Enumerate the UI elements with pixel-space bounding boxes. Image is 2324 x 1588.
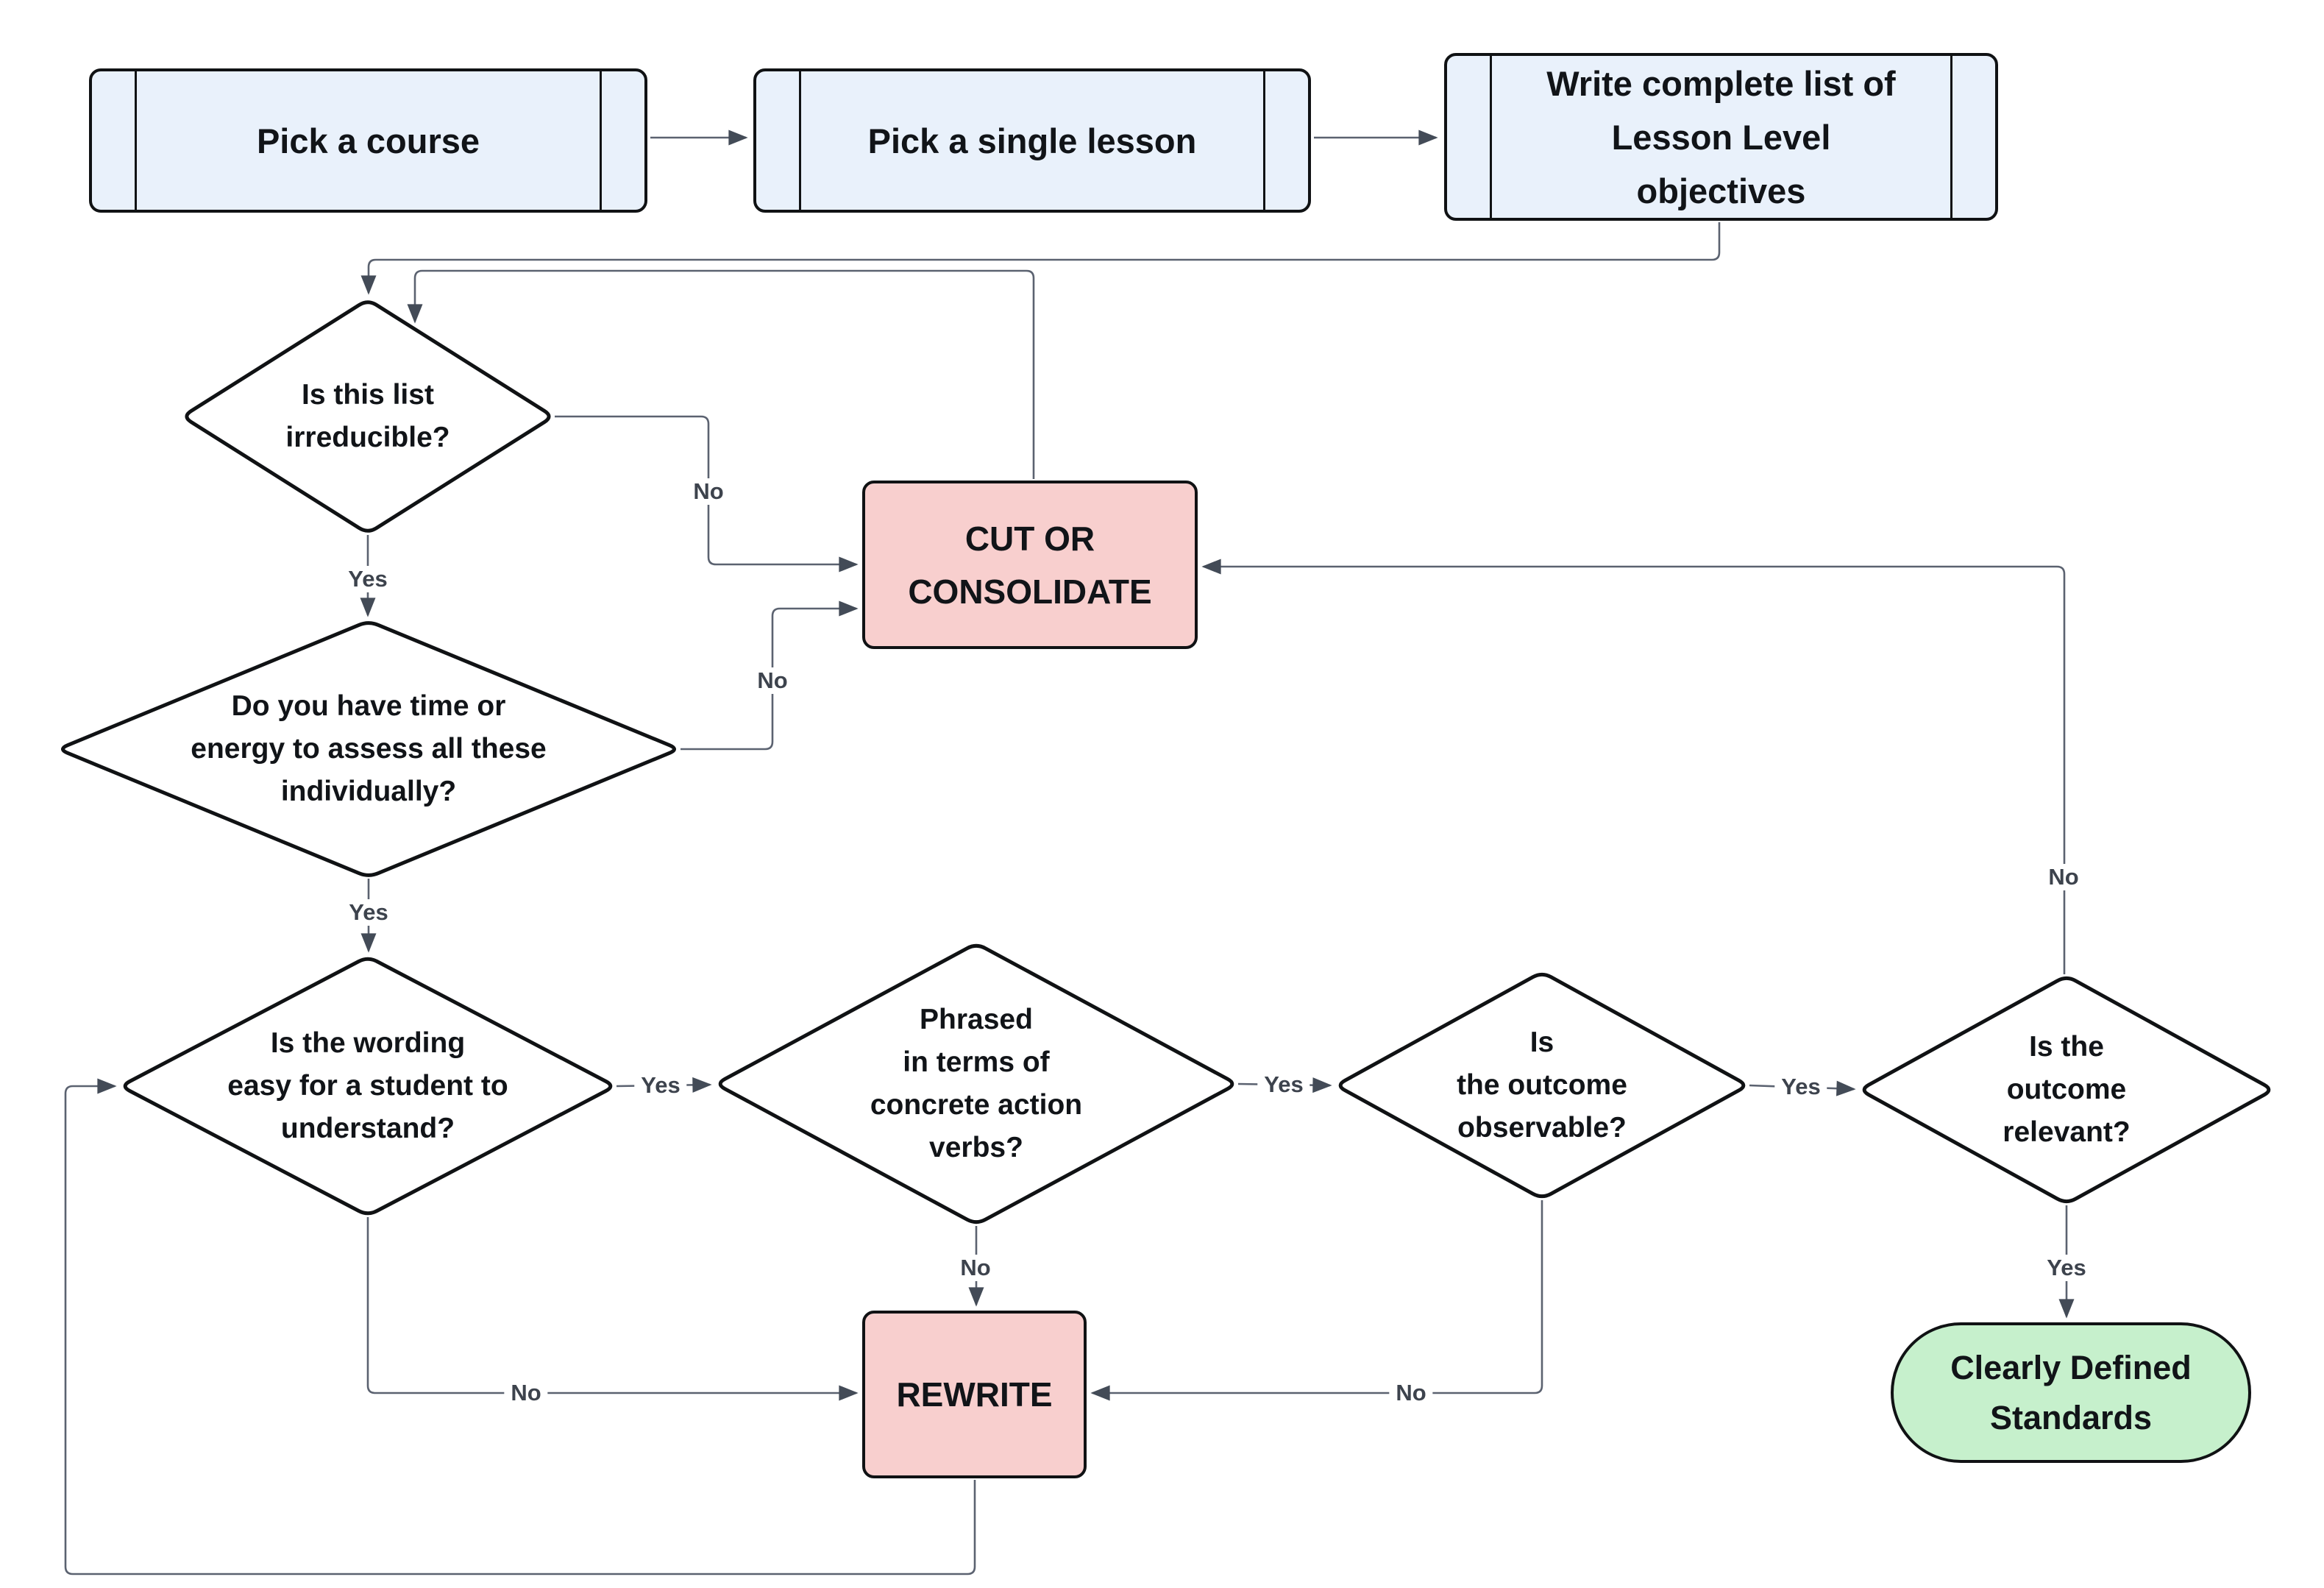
edge-label-irreducible-yes: Yes (341, 566, 394, 592)
edge-label-time-yes: Yes (342, 899, 395, 926)
edge-label-irreducible-no: No (686, 478, 731, 505)
decision-shape-phrased (718, 943, 1234, 1224)
decision-shape-relevant (1862, 976, 2271, 1204)
subprocess-stripe (1490, 56, 1492, 218)
subprocess-stripe (135, 71, 137, 210)
edge-label-observable-yes: Yes (1774, 1074, 1827, 1100)
edge-label-relevant-no: No (2042, 864, 2086, 890)
text-line: Pick a course (256, 121, 480, 160)
edge-label-wording-no: No (504, 1380, 548, 1406)
edge-rewrite-loop-to-wording (64, 1078, 976, 1575)
process-label: Pick a course (257, 114, 480, 168)
action-rewrite: REWRITE (862, 1311, 1087, 1478)
edge-label-phrased-yes: Yes (1257, 1071, 1310, 1098)
subprocess-stripe (1263, 71, 1265, 210)
edge-observable-no-to-rewrite (1090, 1200, 1543, 1401)
text-line: Write complete list of (1546, 63, 1896, 103)
text-line: Clearly Defined (1950, 1348, 2192, 1386)
decision-shape-observable (1338, 972, 1746, 1199)
edge-wording-no-to-rewrite (366, 1217, 859, 1401)
process-label: Write complete list of Lesson Level object… (1546, 57, 1895, 218)
edge-relevant-no-to-cut (1201, 559, 2066, 974)
subprocess-stripe (799, 71, 801, 210)
edge-label-phrased-no: No (953, 1255, 998, 1281)
text-line: objectives (1636, 171, 1806, 210)
decision-shape-time-energy (61, 621, 676, 877)
subprocess-stripe (1950, 56, 1952, 218)
text-line: Lesson Level (1611, 117, 1831, 157)
action-cut-or-consolidate: CUT OR CONSOLIDATE (862, 481, 1198, 649)
decision-shape-irreducible (185, 300, 551, 533)
edge-cut-to-irreducible (407, 269, 1035, 479)
edge-write-list-to-irreducible (360, 222, 1721, 295)
text-line: Pick a single lesson (867, 121, 1197, 160)
text-line: CUT OR (964, 519, 1095, 558)
edge-label-observable-no: No (1389, 1380, 1433, 1406)
subprocess-stripe (600, 71, 602, 210)
process-write-lesson-objectives: Write complete list of Lesson Level object… (1444, 53, 1998, 221)
text-line: CONSOLIDATE (908, 572, 1152, 611)
process-label: Pick a single lesson (868, 114, 1197, 168)
edge-label-relevant-yes: Yes (2040, 1255, 2093, 1281)
text-line: Standards (1989, 1398, 2153, 1436)
decision-shape-wording (123, 957, 613, 1216)
action-label: REWRITE (896, 1368, 1052, 1421)
edge-label-wording-yes: Yes (634, 1072, 687, 1099)
edge-label-time-no: No (750, 667, 795, 694)
process-pick-a-single-lesson: Pick a single lesson (753, 68, 1311, 213)
process-pick-a-course: Pick a course (89, 68, 647, 213)
action-label: CUT OR CONSOLIDATE (908, 512, 1151, 618)
text-line: REWRITE (896, 1375, 1053, 1414)
